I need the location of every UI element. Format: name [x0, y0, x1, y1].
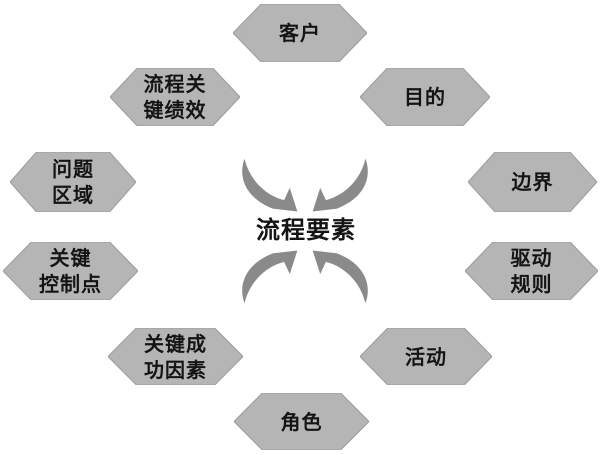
node-activity: 活动 [360, 328, 492, 385]
hexagon-shape [10, 152, 136, 212]
node-label: 边界 [511, 170, 554, 194]
inward-arrow-top-left-icon [242, 158, 298, 212]
hexagon-shape [3, 242, 138, 300]
node-key-control-points: 关键 控制点 [3, 242, 138, 300]
node-driving-rules: 驱动 规则 [465, 242, 598, 300]
node-problem-area: 问题 区域 [10, 152, 136, 212]
hexagon-shape [234, 393, 369, 450]
hexagon-shape [108, 328, 243, 385]
node-purpose: 目的 [360, 68, 490, 126]
hexagon-shape [360, 328, 492, 385]
inward-arrow-bottom-right-icon [312, 250, 368, 304]
node-label: 客户 [279, 21, 321, 45]
center-label: 流程要素 [256, 215, 356, 244]
node-process-kpi: 流程关 键绩效 [110, 68, 240, 126]
hexagon-shape [465, 242, 598, 300]
node-label: 驱动 规则 [510, 246, 553, 296]
node-label: 目的 [404, 85, 446, 109]
inward-arrow-top-right-icon [312, 158, 368, 212]
node-label: 关键成 功因素 [144, 331, 207, 382]
node-customer: 客户 [233, 4, 367, 62]
node-label: 活动 [405, 344, 447, 369]
hexagon-shape [233, 4, 367, 62]
node-label: 流程关 键绩效 [143, 72, 207, 122]
node-label: 问题 区域 [52, 157, 94, 207]
node-boundary: 边界 [468, 152, 597, 212]
node-label: 关键 控制点 [39, 246, 102, 296]
node-key-success-factors: 关键成 功因素 [108, 328, 243, 385]
node-label: 角色 [280, 409, 323, 434]
node-role: 角色 [234, 393, 369, 450]
hexagon-shape [360, 68, 490, 126]
inward-arrow-bottom-left-icon [242, 250, 298, 304]
hexagon-shape [110, 68, 240, 126]
hexagon-shape [468, 152, 597, 212]
